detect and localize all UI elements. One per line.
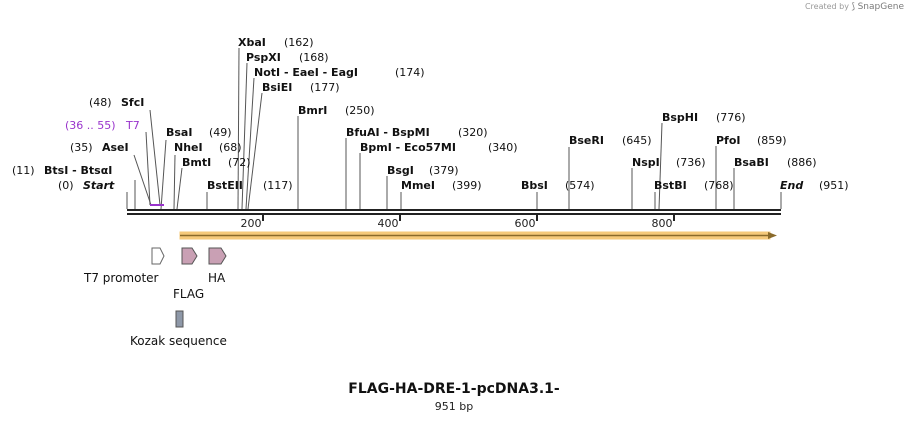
site-bbsi[interactable]: BbsI(574)	[521, 179, 595, 192]
primer-t7[interactable]: (36 .. 55)T7	[65, 119, 140, 132]
snapgene-logo-icon: ⟆	[851, 2, 856, 12]
site-mmei[interactable]: MmeI(399)	[401, 179, 482, 192]
leader-bsai	[160, 139, 167, 210]
ruler-label-800: 800	[652, 217, 673, 230]
sequence-map: 200 400 600 800	[12, 36, 849, 348]
leader-xbai	[237, 47, 240, 210]
site-nspi[interactable]: NspI(736)	[632, 156, 706, 169]
ruler-ticks: 200 400 600 800	[241, 214, 675, 230]
site-asei[interactable]: (35)AseI	[70, 141, 129, 154]
leader-t7	[145, 131, 151, 206]
site-bsabi[interactable]: BsaBI(886)	[734, 156, 817, 169]
site-bsiei[interactable]: BsiEI(177)	[262, 81, 340, 94]
site-bseri[interactable]: BseRI(645)	[569, 134, 652, 147]
t7-promoter-arrow-icon[interactable]	[151, 247, 165, 265]
site-bsteii[interactable]: BstEII(117)	[207, 179, 293, 192]
leader-pspxi	[241, 62, 248, 210]
site-bmti[interactable]: BmtI(72)	[182, 156, 251, 169]
site-bstbi[interactable]: BstBI(768)	[654, 179, 734, 192]
site-xbai[interactable]: XbaI(162)	[238, 36, 314, 49]
site-bfuai-bspmi[interactable]: BfuAI - BspMI(320)	[346, 126, 488, 139]
site-end[interactable]: End(951)	[780, 179, 849, 192]
ruler-label-200: 200	[241, 217, 262, 230]
site-pfoi[interactable]: PfoI(859)	[716, 134, 787, 147]
site-sfci[interactable]: (48)SfcI	[89, 96, 144, 109]
leader-nhei	[173, 154, 176, 210]
leader-bsphi	[658, 122, 663, 210]
orf-arrowhead-icon	[768, 232, 777, 239]
credit-prefix: Created by	[804, 2, 849, 11]
leader-sfci	[149, 109, 161, 206]
site-start[interactable]: (0)Start	[58, 179, 115, 192]
site-pspxi[interactable]: PspXI(168)	[246, 51, 329, 64]
site-bmri[interactable]: BmrI(250)	[298, 104, 375, 117]
site-leader-lines	[126, 47, 782, 210]
feature-label-t7-promoter: T7 promoter	[83, 271, 159, 285]
flag-tag-arrow-icon[interactable]	[181, 247, 198, 265]
site-bsphi[interactable]: BspHI(776)	[662, 111, 746, 124]
orf-arrow[interactable]	[179, 231, 777, 240]
site-bpmi-eco57mi[interactable]: BpmI - Eco57MI(340)	[360, 141, 518, 154]
ha-tag-arrow-icon[interactable]	[208, 247, 227, 265]
site-labels: (11)BtsI - BtsαI (0)Start (48)SfcI (36 .…	[12, 36, 849, 192]
ruler-label-400: 400	[378, 217, 399, 230]
construct-length: 951 bp	[434, 400, 474, 413]
kozak-sequence-box-icon[interactable]	[175, 310, 184, 328]
site-bsgi[interactable]: BsgI(379)	[387, 164, 459, 177]
leader-asei	[133, 154, 152, 206]
site-bsai[interactable]: BsaI(49)	[166, 126, 232, 139]
feature-label-ha: HA	[208, 271, 226, 285]
construct-title: FLAG-HA-DRE-1-pcDNA3.1-	[348, 381, 560, 397]
feature-label-flag: FLAG	[173, 287, 204, 301]
credit-brand: SnapGene	[857, 2, 904, 12]
snapgene-credit: Created by ⟆ SnapGene	[805, 2, 904, 12]
ruler-label-600: 600	[515, 217, 536, 230]
site-nhei[interactable]: NheI(68)	[174, 141, 242, 154]
feature-label-kozak: Kozak sequence	[130, 334, 227, 348]
leader-bsiei	[247, 92, 263, 210]
backbone	[127, 209, 781, 215]
site-noti-eaei-eagi[interactable]: NotI - EaeI - EagI(174)	[254, 66, 425, 79]
leader-bmti	[176, 167, 183, 210]
leader-noti	[245, 77, 255, 210]
features: T7 promoter FLAG HA Kozak sequence	[83, 247, 227, 348]
site-btsi[interactable]: (11)BtsI - BtsαI	[12, 164, 112, 177]
